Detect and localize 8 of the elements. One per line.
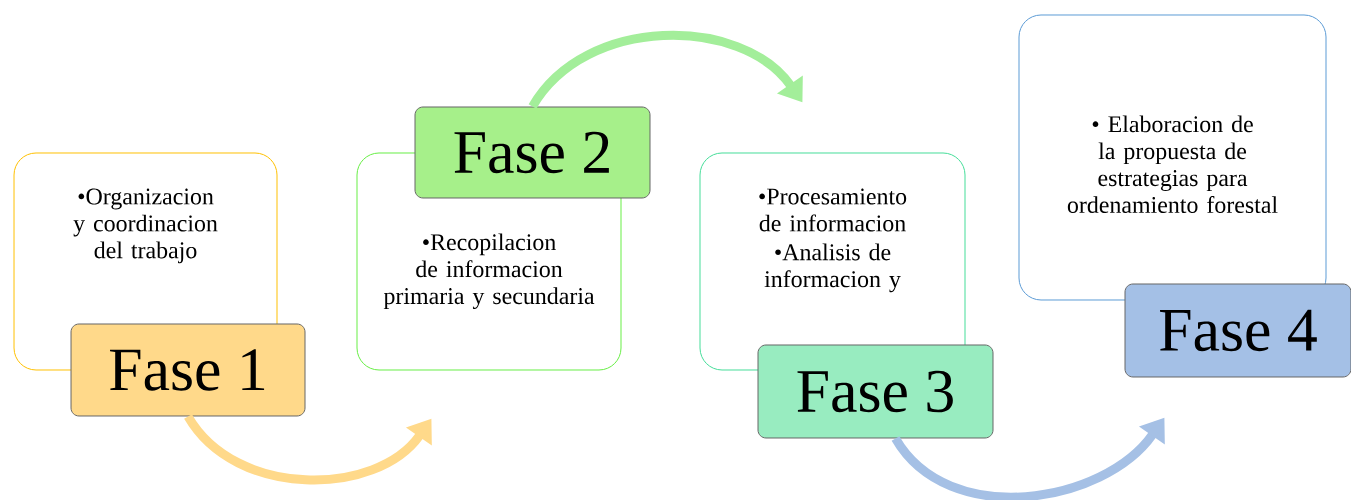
phase-box: Fase 3: [757, 344, 994, 439]
content-box: • Elaboracion de la propuesta de estrategias para ordenamiento forestal: [1018, 14, 1327, 301]
curved-arrow: [528, 31, 803, 110]
curved-arrow: [184, 413, 432, 485]
content-box: •Procesamiento de informacion •Analisis de informacion y: [699, 152, 966, 371]
phase-box: Fase 2: [414, 106, 651, 199]
phase-box: Fase 1: [70, 323, 306, 417]
phase-box: Fase 4: [1124, 283, 1351, 378]
